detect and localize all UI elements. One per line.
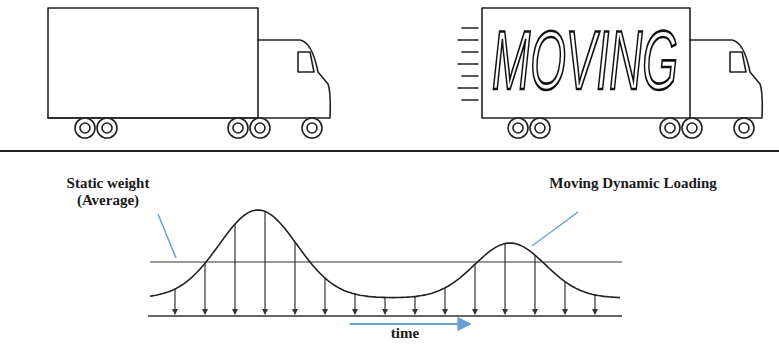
base-line <box>148 315 622 316</box>
static-line <box>150 261 622 262</box>
speed-lines <box>458 28 478 100</box>
truck-cab <box>258 40 330 118</box>
cargo-box <box>48 8 258 118</box>
arrow-head <box>442 309 448 315</box>
callout-label: Moving Dynamic Loading <box>548 175 718 192</box>
time-arrow <box>350 323 470 325</box>
load-arrow <box>474 264 475 314</box>
wheels <box>75 118 754 138</box>
arrow-head <box>232 309 238 315</box>
chassis <box>48 117 258 119</box>
load-arrows <box>172 211 598 315</box>
arrow-head <box>352 309 358 315</box>
arrow-head <box>262 309 268 315</box>
arrow-head <box>202 309 208 315</box>
arrow-head <box>172 309 178 315</box>
truck-cab <box>690 40 762 118</box>
load-arrow <box>294 242 295 314</box>
truck-lettering: MOVING <box>492 18 678 102</box>
load-arrow <box>504 244 505 314</box>
leader-line <box>532 212 578 246</box>
leader-line <box>158 214 176 258</box>
load-arrow <box>264 211 265 314</box>
arrow-head <box>472 309 478 315</box>
load-arrow <box>534 255 535 314</box>
axis-label: time <box>380 326 430 341</box>
arrow-head <box>532 309 538 315</box>
arrow-head <box>382 309 388 315</box>
load-arrow <box>204 263 205 314</box>
cab-window <box>298 52 314 72</box>
arrow-head <box>412 309 418 315</box>
arrow-head <box>562 309 568 315</box>
callout-label: Static weight (Average) <box>38 175 178 210</box>
arrow-head <box>322 309 328 315</box>
load-arrow <box>234 224 235 314</box>
dynamic-curve <box>150 210 620 298</box>
cargo-box <box>482 8 690 118</box>
cab-window <box>730 52 746 72</box>
arrow-head <box>292 309 298 315</box>
arrow-head <box>502 309 508 315</box>
road-line <box>0 150 779 152</box>
load-arrow <box>324 278 325 314</box>
arrow-head <box>592 309 598 315</box>
